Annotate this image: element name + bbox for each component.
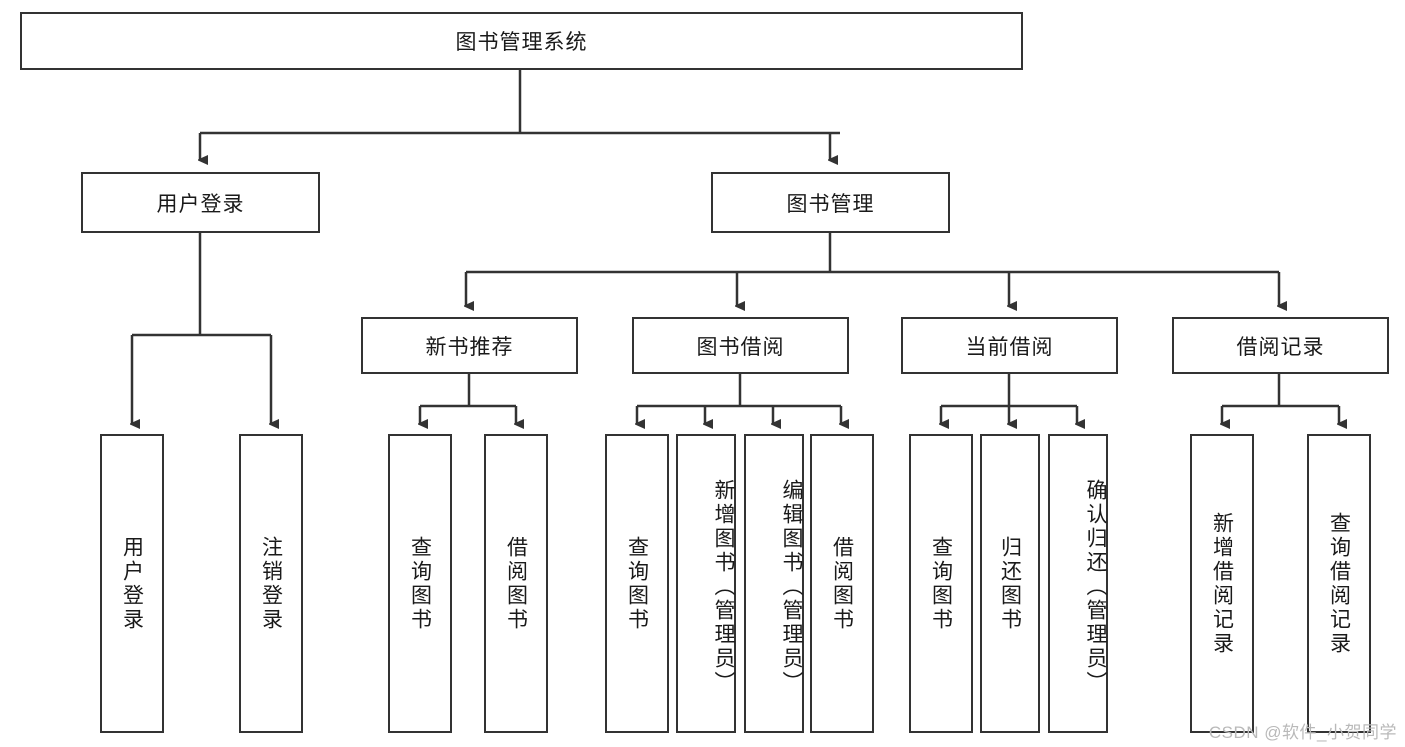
node-label: 查询图书 [625,535,649,632]
node-label: 新增借阅记录 [1210,511,1234,656]
leaf-borrow-book[interactable]: 借阅图书 [810,434,874,733]
node-label: 注销登录 [259,535,283,632]
node-label: 确认归还（管理员） [1084,478,1107,695]
node-label: 编辑图书（管理员） [780,478,803,695]
leaf-add-borrow-record[interactable]: 新增借阅记录 [1190,434,1254,733]
node-label: 新增图书（管理员） [712,478,735,695]
node-book-borrow[interactable]: 图书借阅 [632,317,849,374]
node-label: 当前借阅 [965,335,1054,359]
node-label: 图书借阅 [696,335,785,359]
node-label: 归还图书 [998,535,1022,632]
node-current-borrow[interactable]: 当前借阅 [901,317,1118,374]
leaf-confirm-return-admin[interactable]: 确认归还（管理员） [1048,434,1108,733]
csdn-watermark: CSDN @软件_小贺同学 [1208,723,1397,742]
leaf-query-book-recommend[interactable]: 查询图书 [388,434,452,733]
node-label: 用户登录 [120,535,144,632]
leaf-add-book-admin[interactable]: 新增图书（管理员） [676,434,736,733]
node-label: 用户登录 [156,192,245,216]
node-label: 查询图书 [929,535,953,632]
node-label: 新书推荐 [425,335,514,359]
node-borrow-record[interactable]: 借阅记录 [1172,317,1389,374]
node-label: 借阅图书 [830,535,854,632]
leaf-return-book[interactable]: 归还图书 [980,434,1040,733]
leaf-edit-book-admin[interactable]: 编辑图书（管理员） [744,434,804,733]
node-book-management[interactable]: 图书管理 [711,172,950,233]
node-label: 借阅图书 [504,535,528,632]
node-label: 查询借阅记录 [1327,511,1351,656]
node-label: 查询图书 [408,535,432,632]
node-user-login[interactable]: 用户登录 [81,172,320,233]
leaf-query-book-current[interactable]: 查询图书 [909,434,973,733]
leaf-logout[interactable]: 注销登录 [239,434,303,733]
leaf-borrow-book-recommend[interactable]: 借阅图书 [484,434,548,733]
node-label: 图书管理 [786,192,875,216]
leaf-user-login[interactable]: 用户登录 [100,434,164,733]
leaf-query-book-borrow[interactable]: 查询图书 [605,434,669,733]
node-new-book-recommend[interactable]: 新书推荐 [361,317,578,374]
leaf-query-borrow-record[interactable]: 查询借阅记录 [1307,434,1371,733]
node-root-book-management-system[interactable]: 图书管理系统 [20,12,1023,70]
node-label: 图书管理系统 [455,31,588,54]
node-label: 借阅记录 [1236,335,1325,359]
